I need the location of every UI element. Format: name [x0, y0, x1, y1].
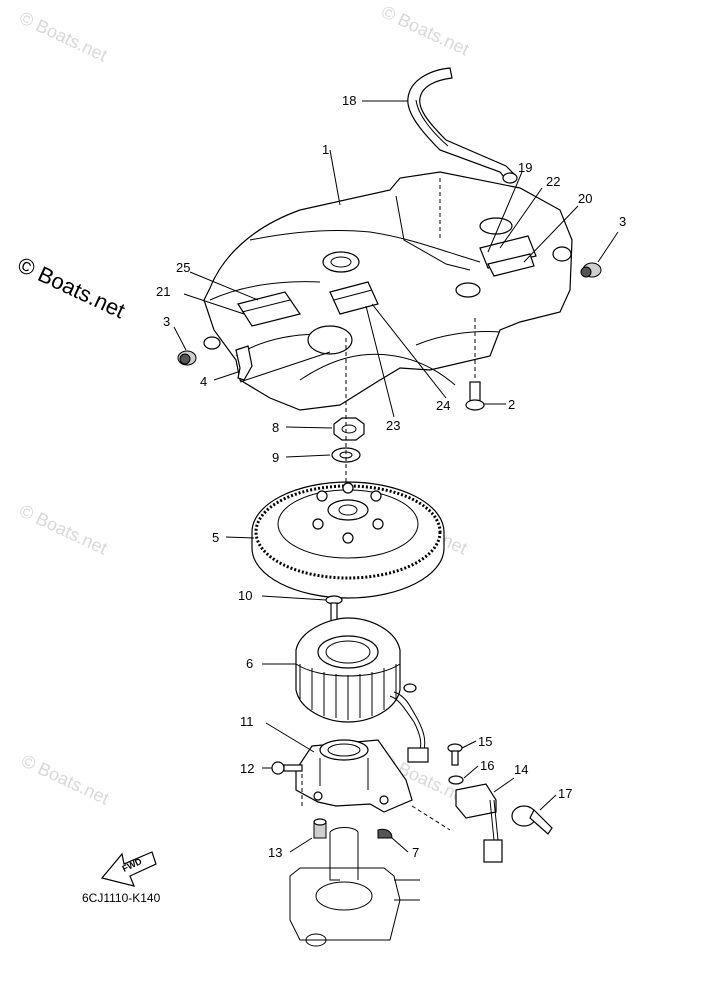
- part-10-bolt: [325, 595, 343, 622]
- part-4-clip: [235, 345, 253, 381]
- part-5-flywheel: [251, 481, 445, 599]
- callout-4: 4: [200, 374, 207, 389]
- callout-5: 5: [212, 530, 219, 545]
- callout-14: 14: [514, 762, 528, 777]
- callout-23: 23: [386, 418, 400, 433]
- leader-lines: [173, 100, 619, 853]
- part-17-cable-tie: [511, 805, 553, 835]
- callout-16: 16: [480, 758, 494, 773]
- watermark: © Boats.net: [378, 1, 472, 59]
- part-2-bolt: [465, 318, 485, 411]
- callout-13: 13: [268, 845, 282, 860]
- part-13-dowel: [313, 818, 327, 839]
- callout-21: 21: [156, 284, 170, 299]
- callout-3-left: 3: [163, 314, 170, 329]
- callout-6: 6: [246, 656, 253, 671]
- part-14-regulator: [455, 783, 503, 863]
- part-3-grommet-left: [177, 350, 197, 366]
- callout-15: 15: [478, 734, 492, 749]
- callout-2: 2: [508, 397, 515, 412]
- watermark-prominent: © Boats.net: [14, 252, 129, 323]
- callouts: 18 1 19 22 20 3 25 21 3 4 23 24 2 8 9 5 …: [156, 93, 626, 860]
- part-8-nut: [333, 417, 365, 441]
- callout-8: 8: [272, 420, 279, 435]
- callout-3-right: 3: [619, 214, 626, 229]
- watermark: © Boats.net: [16, 7, 110, 65]
- callout-12: 12: [240, 761, 254, 776]
- callout-7: 7: [412, 845, 419, 860]
- part-16-washer: [448, 775, 464, 785]
- callout-24: 24: [436, 398, 450, 413]
- callout-22: 22: [546, 174, 560, 189]
- callout-11: 11: [240, 714, 254, 729]
- callout-19: 19: [518, 160, 532, 175]
- callout-18: 18: [342, 93, 356, 108]
- callout-9: 9: [272, 450, 279, 465]
- crankcase-outline: [289, 827, 420, 947]
- diagram-code: 6CJ1110-K140: [82, 891, 161, 905]
- watermark: © Boats.net: [18, 750, 112, 808]
- part-7-woodruff-key: [377, 828, 393, 839]
- part-18-hose: [407, 67, 518, 184]
- callout-1: 1: [322, 142, 329, 157]
- part-15-bolt: [447, 743, 463, 766]
- callout-10: 10: [238, 588, 252, 603]
- callout-25: 25: [176, 260, 190, 275]
- part-3-grommet-right: [580, 262, 602, 278]
- watermark: © Boats.net: [16, 500, 110, 558]
- fwd-arrow: FWD: [100, 851, 157, 887]
- callout-17: 17: [558, 786, 572, 801]
- part-11-base: [295, 739, 413, 813]
- part-1-flywheel-cover: [203, 171, 573, 411]
- callout-20: 20: [578, 191, 592, 206]
- part-6-stator: [295, 617, 429, 763]
